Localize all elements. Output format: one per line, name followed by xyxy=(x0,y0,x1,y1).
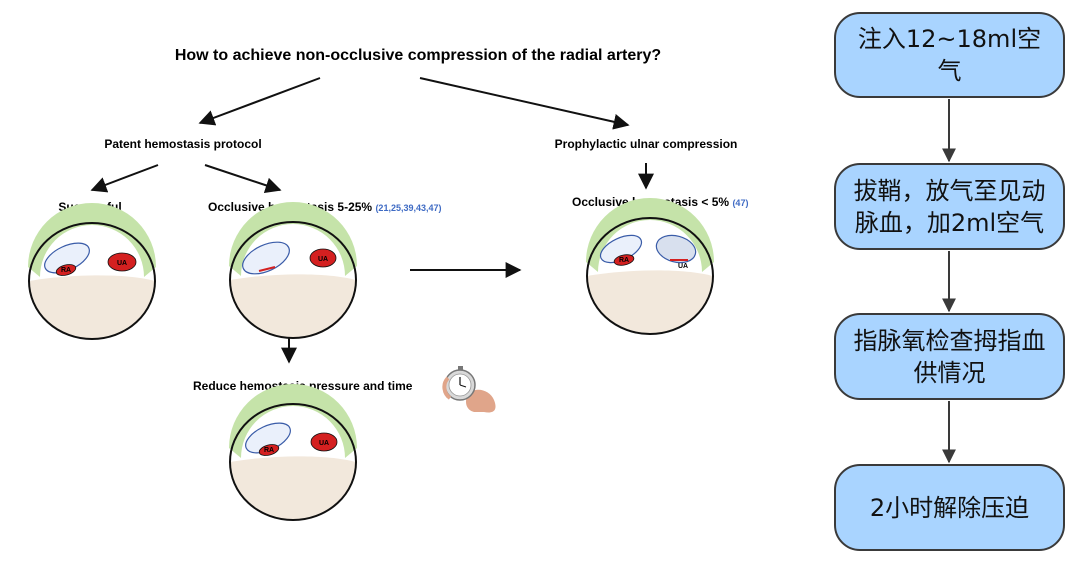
flow-box-inject-air: 注入12~18ml空气 xyxy=(834,12,1065,98)
svg-text:RA: RA xyxy=(264,447,274,454)
arrow-title-to-patent xyxy=(198,77,321,126)
wrist-diagram-successful: RA UA xyxy=(27,202,157,340)
svg-text:UA: UA xyxy=(678,263,688,270)
svg-text:RA: RA xyxy=(619,257,629,264)
wrist-diagram-reduced: RA UA xyxy=(228,383,358,521)
refs-occlusive-right: (47) xyxy=(732,198,748,208)
svg-text:UA: UA xyxy=(319,440,329,447)
flow-box-pulse-oximetry: 指脉氧检查拇指血供情况 xyxy=(834,313,1065,400)
arrow-patent-to-occlusive xyxy=(204,164,282,194)
svg-text:UA: UA xyxy=(318,256,328,263)
flow-box-remove-sheath: 拔鞘，放气至见动脉血，加2ml空气 xyxy=(834,163,1065,250)
diagram-title: How to achieve non-occlusive compression… xyxy=(175,47,661,64)
wrist-diagram-occlusive: UA xyxy=(228,201,358,339)
arrow-title-to-ulnar xyxy=(419,77,630,130)
flow-box-release: 2小时解除压迫 xyxy=(834,464,1065,551)
wrist-diagram-ulnar: RA UA xyxy=(585,197,715,335)
refs-occlusive-left: (21,25,39,43,47) xyxy=(375,203,441,213)
stopwatch-icon xyxy=(442,366,496,413)
svg-text:RA: RA xyxy=(61,267,71,274)
diagram-canvas: How to achieve non-occlusive compression… xyxy=(27,47,748,521)
label-ulnar-compression: Prophylactic ulnar compression xyxy=(555,137,738,151)
arrow-patent-to-successful xyxy=(90,164,159,193)
svg-text:UA: UA xyxy=(117,260,127,267)
label-patent-protocol: Patent hemostasis protocol xyxy=(104,137,261,151)
